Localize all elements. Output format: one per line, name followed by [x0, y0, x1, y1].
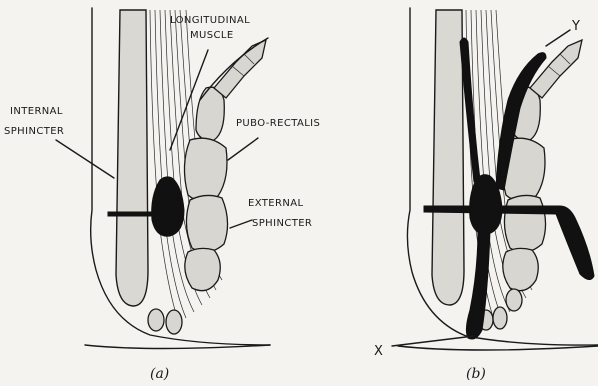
label-x: X — [374, 344, 383, 359]
label-external-line1: EXTERNAL — [248, 198, 303, 209]
label-longitudinal-line2: MUSCLE — [190, 30, 234, 41]
caption-a: (a) — [150, 366, 169, 382]
label-internal-line1: INTERNAL — [10, 106, 63, 117]
label-external-line2: SPHINCTER — [252, 218, 312, 229]
label-longitudinal-line1: LONGITUDINAL — [170, 15, 250, 26]
panel-a-band — [108, 212, 154, 216]
label-internal-line2: SPHINCTER — [4, 126, 64, 137]
panel-a-internal-sphincter — [116, 10, 148, 306]
panel-b-internal-sphincter — [432, 10, 464, 305]
label-puborectalis: PUBO-RECTALIS — [236, 118, 320, 129]
label-y: Y — [571, 19, 580, 34]
caption-b: (b) — [466, 366, 486, 382]
